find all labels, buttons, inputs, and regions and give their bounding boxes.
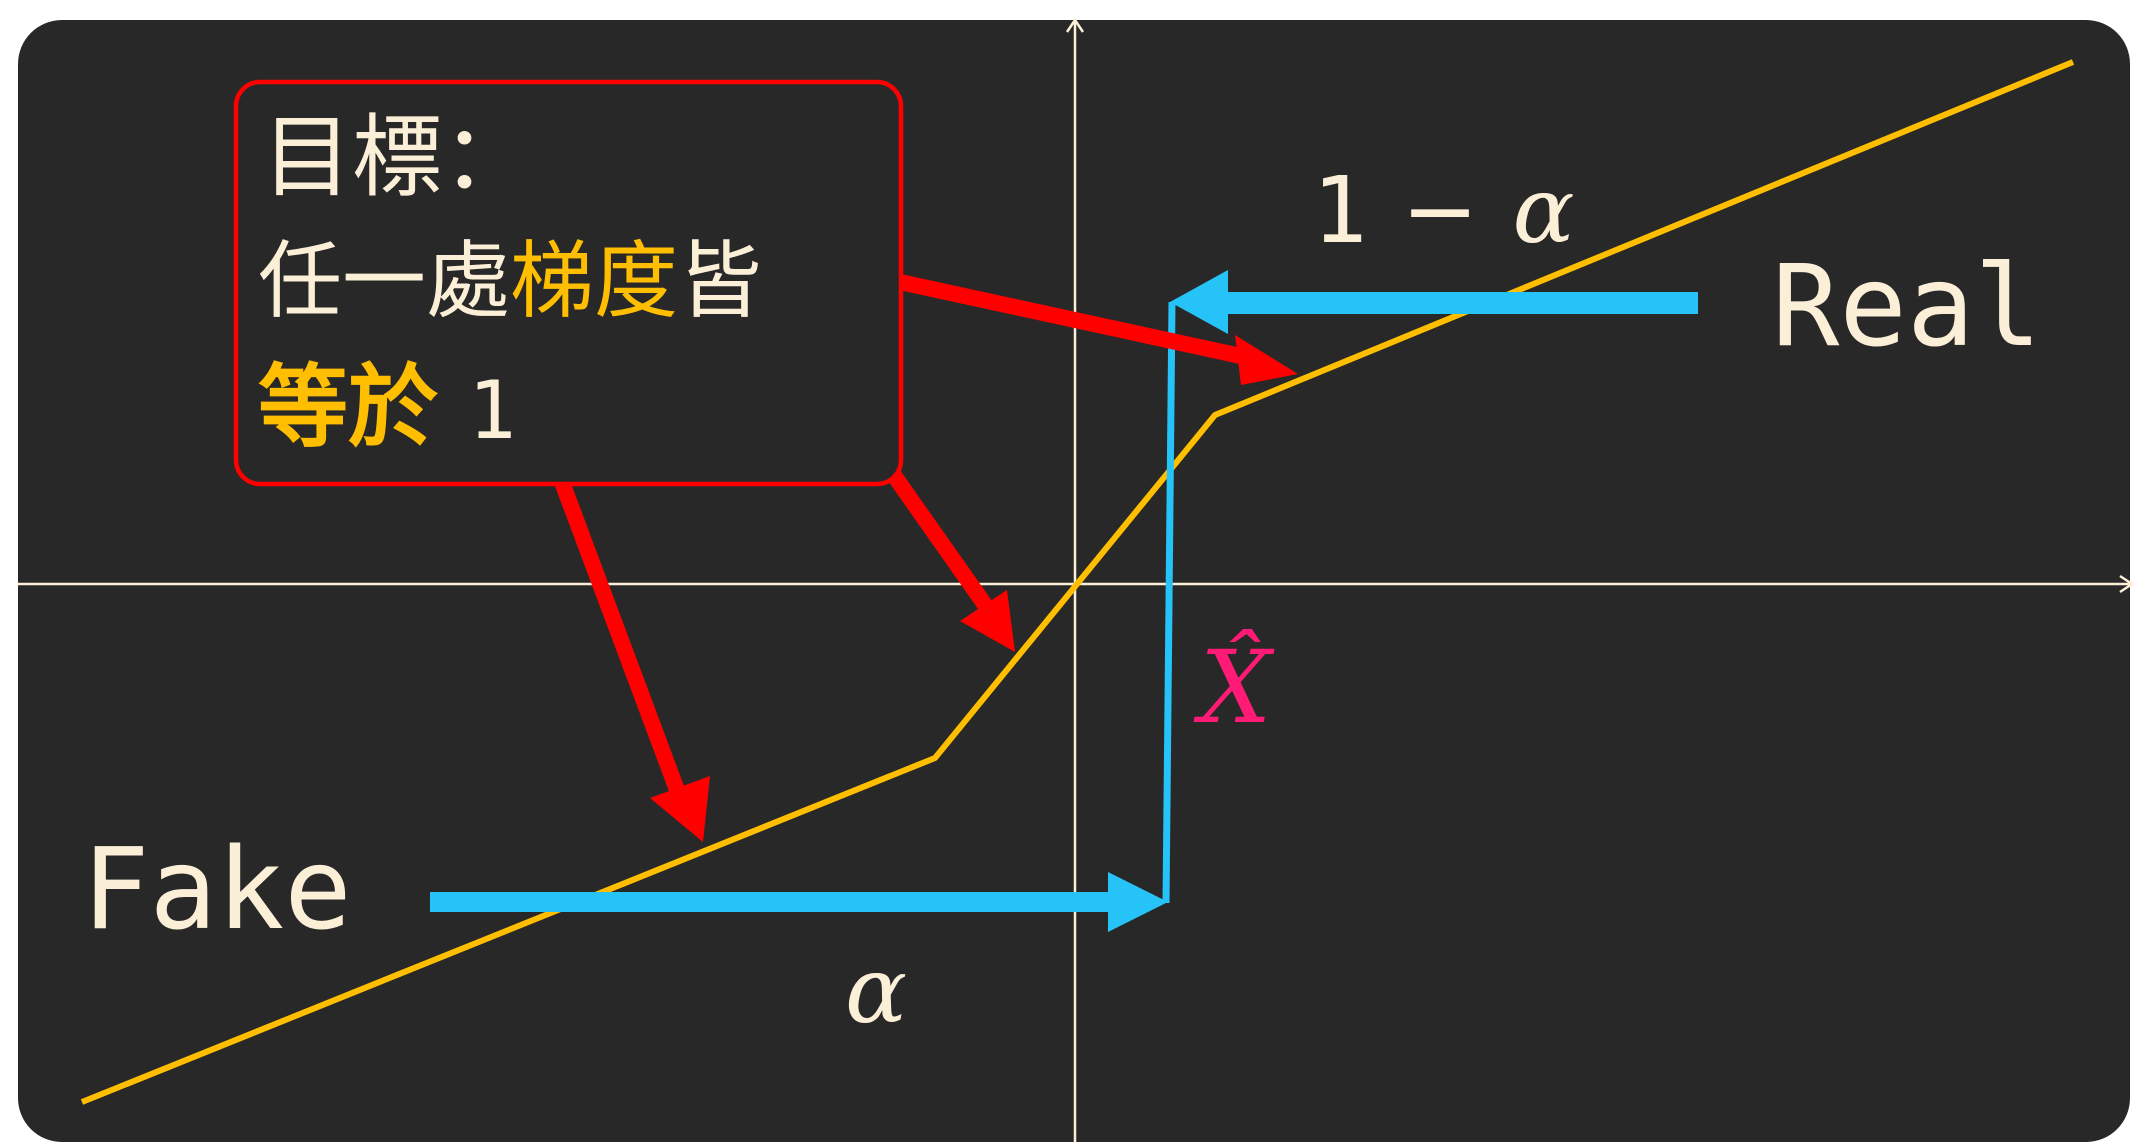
red-arrow-shaft-2 (886, 469, 997, 617)
red-arrow-shaft-1 (898, 274, 1252, 366)
callout-text-2b: 梯度 (510, 232, 678, 330)
callout-text-2c: 皆 (678, 232, 762, 330)
real-label: Real (1772, 242, 2042, 372)
callout-box (233, 79, 904, 487)
gradient-arrows (554, 274, 1298, 842)
callout-line-3: 等於 1 (258, 355, 516, 460)
one-label: 1 (1312, 157, 1367, 264)
fake-arrow-head (1108, 872, 1168, 932)
red-arrow-head-3 (650, 776, 710, 842)
red-arrow-shaft-3 (554, 479, 685, 793)
x-hat-label: X̂ (1193, 629, 1275, 746)
alpha-label: α (845, 937, 907, 1044)
interpolation-path (430, 270, 1698, 932)
real-arrow-head (1170, 270, 1228, 334)
curve-line (80, 59, 2075, 1105)
y-axis-arrowhead (1065, 17, 1085, 33)
one-minus-alpha-label: 1−α (1312, 157, 1575, 264)
minus-label: − (1401, 157, 1478, 264)
vertical-connector (1162, 301, 1176, 904)
callout-text-3b: 1 (468, 364, 516, 457)
alpha-label-top: α (1512, 157, 1574, 264)
fake-arrow-shaft (430, 892, 1110, 912)
red-arrow-head-2 (960, 590, 1015, 652)
callout-line-2: 任一處梯度皆 (258, 232, 762, 330)
red-arrow-head-1 (1235, 335, 1298, 385)
callout-text-3a: 等於 (258, 355, 438, 460)
x-axis-arrowhead (2119, 574, 2135, 594)
fake-label: Fake (82, 825, 352, 955)
callout-text-1: 目標： (262, 105, 532, 210)
callout-text-2a: 任一處 (258, 232, 510, 330)
callout-line-1: 目標： (262, 105, 532, 210)
real-arrow-shaft (1222, 292, 1698, 314)
